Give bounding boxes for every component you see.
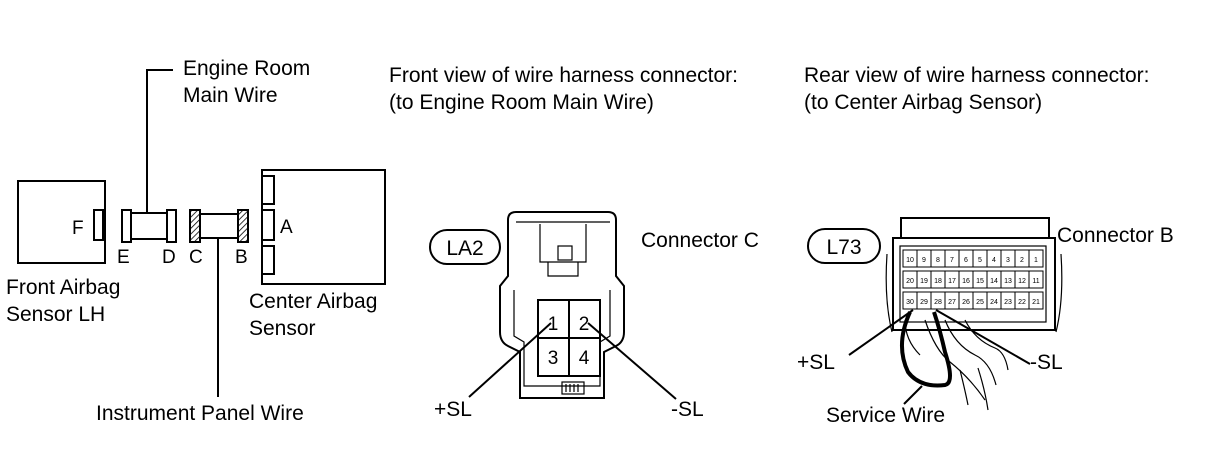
center-airbag-sensor-label-line2: Sensor bbox=[249, 317, 316, 340]
plus-sl-leader-middle bbox=[468, 322, 552, 398]
connector-b-latch bbox=[900, 217, 1050, 239]
pin-label-a: A bbox=[280, 217, 293, 238]
pin-number: 21 bbox=[1032, 299, 1040, 306]
pin-number: 16 bbox=[962, 278, 970, 285]
pin-number: 7 bbox=[950, 257, 954, 264]
plus-sl-label-middle: +SL bbox=[434, 398, 472, 421]
pin-number: 30 bbox=[906, 299, 914, 306]
center-sensor-slot-top bbox=[261, 175, 275, 205]
terminal-4: 4 bbox=[579, 348, 590, 369]
engine-room-leader-line bbox=[146, 69, 173, 213]
front-view-heading-line2: (to Engine Room Main Wire) bbox=[389, 91, 654, 114]
pin-label-e: E bbox=[117, 247, 130, 268]
pin-cell bbox=[1028, 249, 1044, 268]
pin-number: 8 bbox=[936, 257, 940, 264]
pin-number: 22 bbox=[1018, 299, 1026, 306]
front-view-heading-line1: Front view of wire harness connector: bbox=[389, 64, 738, 87]
connector-c-terminals: 1 2 3 4 bbox=[537, 299, 601, 377]
service-wire-leader bbox=[903, 385, 923, 405]
connector-b-housing bbox=[885, 217, 1063, 333]
rear-view-section: Rear view of wire harness connector: (to… bbox=[797, 64, 1174, 427]
connector-c bbox=[189, 209, 201, 243]
pin-number: 18 bbox=[934, 278, 942, 285]
connector-code-badge-l73 bbox=[807, 228, 881, 264]
pin-number: 9 bbox=[922, 257, 926, 264]
connector-f bbox=[93, 209, 104, 241]
pin-number: 26 bbox=[962, 299, 970, 306]
plus-sl-label-right: +SL bbox=[797, 351, 835, 374]
center-airbag-sensor-box bbox=[261, 169, 386, 285]
left-wiring-section: Engine Room Main Wire F Front Airbag Sen… bbox=[6, 57, 386, 425]
connector-c-label: Connector C bbox=[641, 229, 759, 252]
pin-number: 6 bbox=[964, 257, 968, 264]
front-view-section: Front view of wire harness connector: (t… bbox=[389, 64, 759, 421]
pin-number: 19 bbox=[920, 278, 928, 285]
pin-number: 29 bbox=[920, 299, 928, 306]
service-wire-label: Service Wire bbox=[826, 404, 945, 427]
minus-sl-label-right: -SL bbox=[1030, 351, 1063, 374]
pin-number: 11 bbox=[1032, 278, 1039, 285]
connector-d bbox=[166, 209, 177, 243]
service-wire-loop bbox=[899, 311, 952, 388]
front-airbag-sensor-label-line1: Front Airbag bbox=[6, 276, 120, 299]
connector-code-la2: LA2 bbox=[446, 237, 483, 260]
instrument-panel-wire-label: Instrument Panel Wire bbox=[96, 402, 304, 425]
connector-b-wires bbox=[904, 319, 1009, 411]
pin-number: 12 bbox=[1018, 278, 1026, 285]
pin-number: 10 bbox=[906, 257, 914, 264]
pin-label-c: C bbox=[189, 247, 203, 268]
pin-cell bbox=[1028, 291, 1044, 310]
pin-number: 25 bbox=[976, 299, 984, 306]
center-sensor-slot-a bbox=[261, 209, 275, 241]
minus-sl-leader-right bbox=[935, 309, 1031, 365]
pin-number: 24 bbox=[990, 299, 998, 306]
pin-number: 20 bbox=[906, 278, 914, 285]
rear-view-heading-line1: Rear view of wire harness connector: bbox=[804, 64, 1150, 87]
plus-sl-leader-right bbox=[848, 309, 914, 356]
pin-number: 15 bbox=[976, 278, 984, 285]
center-airbag-sensor-label-line1: Center Airbag bbox=[249, 290, 377, 313]
rear-view-heading-line2: (to Center Airbag Sensor) bbox=[804, 91, 1042, 114]
pin-cell bbox=[1028, 270, 1044, 289]
terminal-1: 1 bbox=[548, 314, 559, 335]
connector-code-badge-la2 bbox=[429, 229, 501, 265]
pin-label-b: B bbox=[235, 247, 248, 268]
engine-room-main-wire-label-line2: Main Wire bbox=[183, 84, 278, 107]
engine-room-main-wire-label-line1: Engine Room bbox=[183, 57, 310, 80]
connector-code-l73: L73 bbox=[826, 236, 861, 259]
connector-c-housing bbox=[499, 211, 625, 399]
pin-number: 13 bbox=[1004, 278, 1012, 285]
connector-b-label: Connector B bbox=[1057, 224, 1174, 247]
terminal-3: 3 bbox=[548, 348, 559, 369]
connector-e bbox=[121, 209, 132, 243]
pin-number: 27 bbox=[948, 299, 956, 306]
pin-number: 14 bbox=[990, 278, 998, 285]
pin-label-f: F bbox=[72, 218, 84, 239]
pin-number: 3 bbox=[1006, 257, 1010, 264]
front-airbag-sensor-label-line2: Sensor LH bbox=[6, 303, 105, 326]
pin-number: 17 bbox=[948, 278, 956, 285]
terminal-2: 2 bbox=[579, 314, 590, 335]
connector-b-harness bbox=[237, 209, 249, 243]
minus-sl-label-middle: -SL bbox=[671, 398, 704, 421]
pin-number: 1 bbox=[1034, 257, 1038, 264]
pin-label-d: D bbox=[162, 247, 176, 268]
pin-number: 28 bbox=[934, 299, 942, 306]
pin-number: 23 bbox=[1004, 299, 1012, 306]
center-sensor-slot-bottom bbox=[261, 245, 275, 275]
pin-number: 4 bbox=[992, 257, 996, 264]
front-airbag-sensor-box bbox=[17, 180, 106, 264]
pin-number: 2 bbox=[1020, 257, 1024, 264]
pin-number: 5 bbox=[978, 257, 982, 264]
minus-sl-leader-middle bbox=[587, 322, 677, 400]
